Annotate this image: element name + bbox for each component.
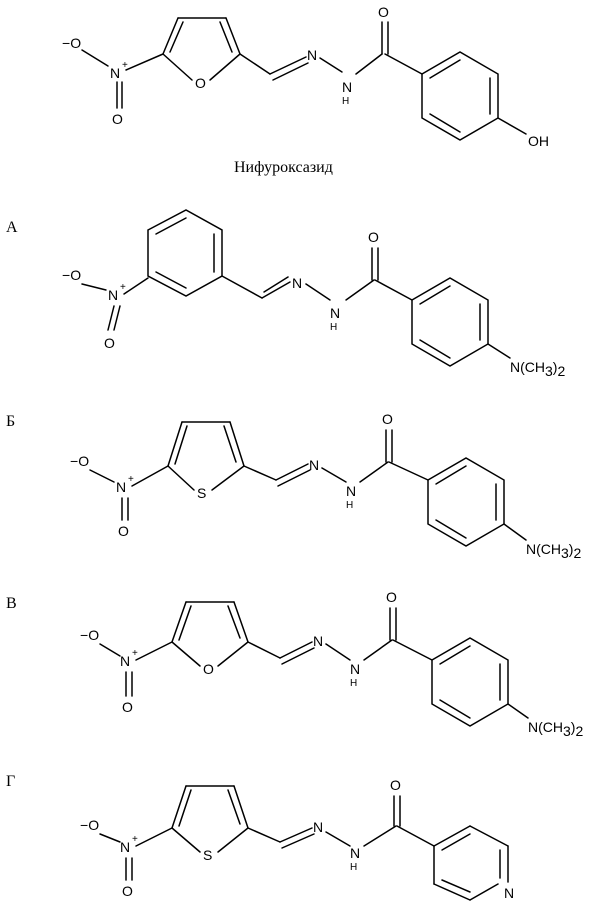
imine-n: N	[307, 47, 317, 63]
compound-title: Нифуроксазид	[234, 159, 333, 176]
carbonyl-o: O	[368, 229, 379, 245]
nitro-o: O	[122, 883, 133, 899]
panel-label-g: Г	[6, 773, 15, 790]
panel-label-b: Б	[6, 413, 15, 430]
carbonyl-o: O	[386, 589, 397, 605]
nitro-o-minus: −O	[62, 267, 81, 283]
nitro-o-minus: −O	[80, 627, 99, 643]
nitro-o-minus: −O	[62, 35, 81, 51]
structure-a: −O N + O N N H O N(CH3)2	[62, 209, 565, 379]
nitro-n: N	[116, 479, 126, 495]
thiophene-s: S	[197, 485, 206, 501]
carbonyl-o: O	[390, 777, 401, 793]
structure-nifuroxazide: −O N + O O N N H O OH	[62, 4, 549, 149]
dimethylamino: N(CH3)2	[510, 359, 565, 379]
structure-g: −O N + O S N N H O	[80, 777, 514, 901]
amide-h: H	[330, 322, 337, 333]
nitro-plus: +	[122, 60, 128, 71]
amide-n: N	[346, 483, 356, 499]
amide-n: N	[350, 661, 360, 677]
nitro-n: N	[108, 287, 118, 303]
nitro-o: O	[118, 523, 129, 539]
amide-h: H	[346, 500, 353, 511]
imine-n: N	[313, 633, 323, 649]
carbonyl-o: O	[382, 411, 393, 427]
nitro-o: O	[104, 335, 115, 351]
panel-label-v: В	[6, 595, 17, 612]
furan-o: O	[195, 75, 206, 91]
imine-n: N	[292, 275, 302, 291]
imine-n: N	[313, 819, 323, 835]
amide-h: H	[350, 862, 357, 873]
nitro-n: N	[110, 65, 120, 81]
nitro-n: N	[120, 653, 130, 669]
amide-n: N	[330, 305, 340, 321]
imine-n: N	[309, 457, 319, 473]
amide-n: N	[342, 79, 352, 95]
nitro-plus: +	[132, 648, 138, 659]
structure-v: −O N + O O N N H O N(CH3)2	[80, 589, 583, 739]
nitro-plus: +	[128, 474, 134, 485]
carbonyl-o: O	[378, 4, 389, 20]
nitro-plus: +	[132, 834, 138, 845]
nitro-o: O	[122, 699, 133, 715]
dimethylamino: N(CH3)2	[528, 719, 583, 739]
amide-n: N	[350, 845, 360, 861]
nitro-o-minus: −O	[80, 817, 99, 833]
nitro-o: O	[112, 111, 123, 127]
amide-h: H	[350, 678, 357, 689]
pyridine-n: N	[504, 885, 514, 901]
panel-label-a: А	[6, 219, 18, 236]
nitro-o-minus: −O	[70, 453, 89, 469]
thiophene-s: S	[203, 847, 212, 863]
structure-b: −O N + O S N N H O N(CH3)2	[70, 411, 581, 561]
amide-h: H	[342, 96, 349, 107]
nitro-plus: +	[120, 282, 126, 293]
dimethylamino: N(CH3)2	[526, 541, 581, 561]
nitro-n: N	[120, 839, 130, 855]
hydroxyl: OH	[528, 133, 549, 149]
furan-o: O	[203, 661, 214, 677]
